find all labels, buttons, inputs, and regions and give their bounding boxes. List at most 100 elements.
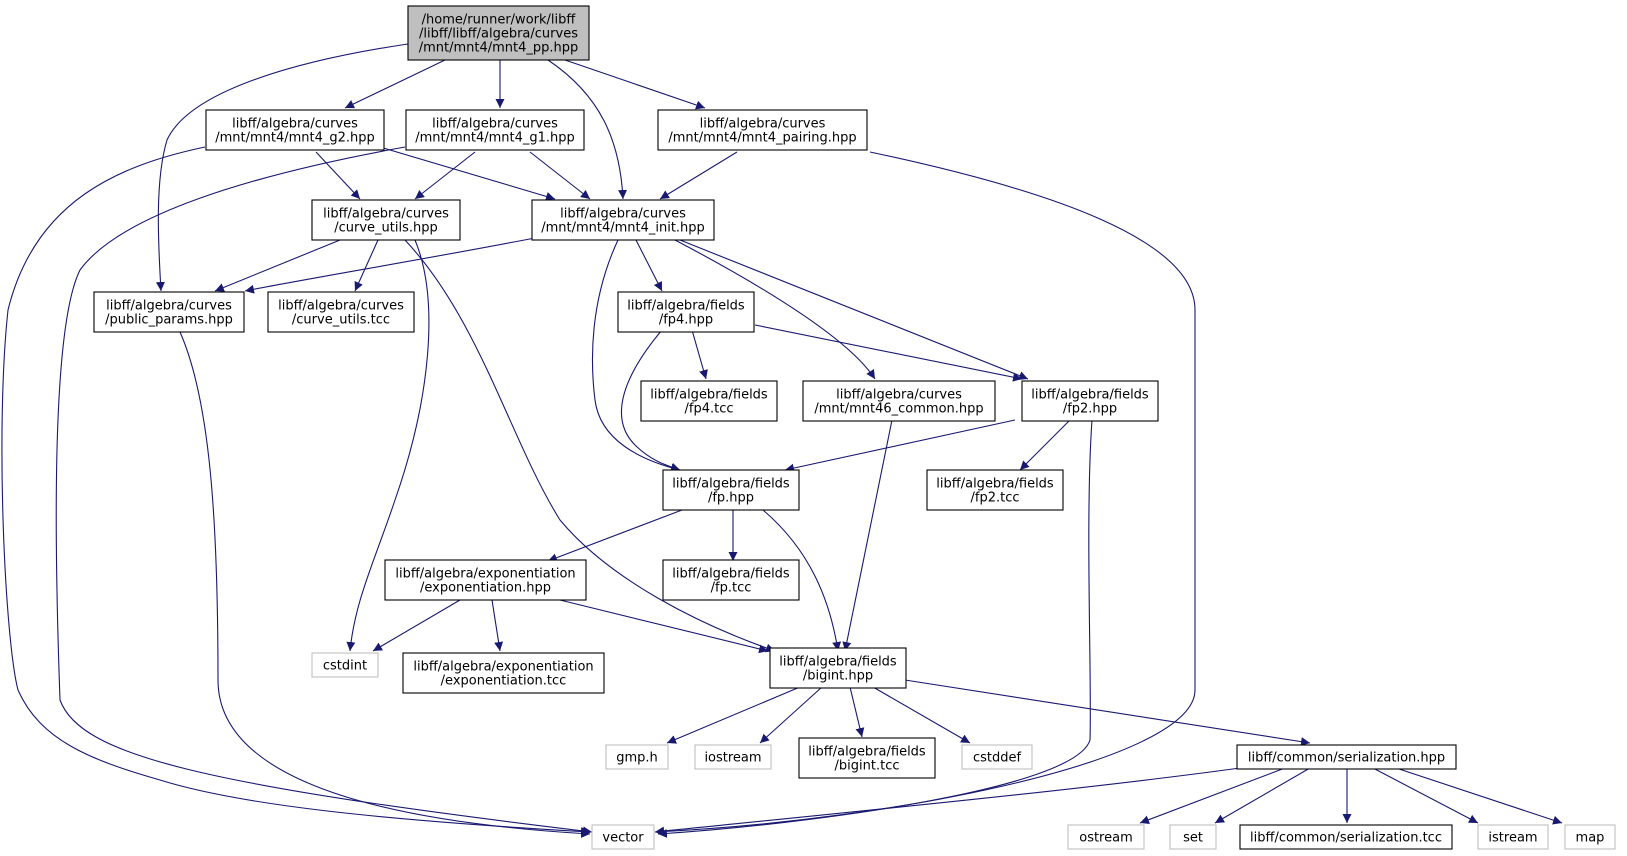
edge-bigint-to-bigint_tcc (849, 686, 865, 738)
edge-curve_utils-to-cstdint (346, 239, 430, 652)
edge-bigint-to-iostream (759, 686, 823, 744)
node-label-line: set (1183, 831, 1203, 846)
node-set[interactable]: set (1169, 824, 1217, 850)
edge-mnt4_g2-to-vector (1, 146, 591, 836)
node-mnt4-init-hpp[interactable]: libff/algebra/curves/mnt/mnt4/mnt4_init.… (531, 199, 715, 241)
node-ostream[interactable]: ostream (1067, 824, 1145, 850)
edge-bigint-to-cstddef (872, 686, 971, 744)
edge-serialization-to-istream (1372, 767, 1479, 824)
edge-mnt4_pp-to-mnt4_init (547, 59, 628, 200)
node-label-line: libff/algebra/curves (700, 117, 826, 132)
edge-fp4-to-fp4_tcc (691, 329, 708, 380)
node-fp4-tcc[interactable]: libff/algebra/fields/fp4.tcc (640, 380, 778, 422)
edge-mnt4_g1-to-curve_utils (414, 151, 476, 200)
node-label-line: libff/algebra/fields (779, 655, 897, 670)
node-label-line: ostream (1079, 831, 1133, 846)
node-map[interactable]: map (1564, 824, 1616, 850)
node-fp2-tcc[interactable]: libff/algebra/fields/fp2.tcc (926, 469, 1064, 511)
node-fp2-hpp[interactable]: libff/algebra/fields/fp2.hpp (1021, 380, 1159, 422)
node-curve-utils-hpp[interactable]: libff/algebra/curves/curve_utils.hpp (311, 199, 461, 241)
edge-fp4-to-fp2 (754, 324, 1023, 382)
node-mnt4-pp-hpp[interactable]: /home/runner/work/libff/libff/libff/alge… (407, 5, 590, 61)
node-label-line: /mnt/mnt4/mnt4_pairing.hpp (668, 131, 856, 146)
edge-serialization-to-map (1389, 765, 1563, 825)
edge-expo-to-cstdint (372, 599, 461, 652)
node-serialization-hpp[interactable]: libff/common/serialization.hpp (1236, 744, 1457, 770)
node-label-line: /exponentiation.hpp (420, 581, 551, 596)
node-label-line: libff/algebra/exponentiation (413, 660, 593, 675)
node-fp4-hpp[interactable]: libff/algebra/fields/fp4.hpp (617, 291, 755, 333)
node-label-line: /mnt/mnt4/mnt4_init.hpp (541, 221, 705, 236)
node-label-line: libff/common/serialization.tcc (1250, 831, 1442, 846)
edge-expo-to-bigint (559, 599, 769, 654)
node-public-params-hpp[interactable]: libff/algebra/curves/public_params.hpp (93, 291, 245, 333)
edge-mnt4_pp-to-public_params (155, 43, 409, 292)
node-label-line: map (1576, 831, 1605, 846)
node-label-line: /exponentiation.tcc (441, 674, 567, 689)
edge-fp-to-bigint (762, 509, 842, 652)
node-label-line: /fp2.tcc (970, 491, 1019, 506)
file-nodes: /home/runner/work/libff/libff/libff/alge… (93, 5, 1616, 850)
node-label-line: libff/algebra/fields (808, 745, 926, 760)
node-label-line: libff/common/serialization.hpp (1248, 751, 1445, 766)
edge-curve_utils-to-curve_utils_tcc (354, 239, 379, 292)
node-cstddef[interactable]: cstddef (961, 744, 1033, 770)
node-iostream[interactable]: iostream (694, 744, 772, 770)
edge-mnt4_g1-to-vector (55, 146, 593, 836)
node-label-line: libff/algebra/curves (106, 299, 232, 314)
node-label-line: cstddef (973, 751, 1022, 766)
node-label-line: /fp.hpp (708, 491, 754, 506)
edge-curve_utils-to-public_params (214, 239, 341, 292)
node-label-line: libff/algebra/curves (323, 207, 449, 222)
node-mnt4-pairing-hpp[interactable]: libff/algebra/curves/mnt/mnt4/mnt4_pairi… (657, 109, 868, 151)
edge-mnt4_init-to-public_params (244, 237, 536, 294)
node-bigint-hpp[interactable]: libff/algebra/fields/bigint.hpp (769, 647, 907, 689)
edge-serialization-to-set (1214, 767, 1311, 824)
node-vector[interactable]: vector (591, 824, 655, 850)
edge-mnt4_init-to-mnt46_common (674, 239, 876, 380)
node-serialization-tcc[interactable]: libff/common/serialization.tcc (1239, 824, 1453, 850)
node-mnt4-g1-hpp[interactable]: libff/algebra/curves/mnt/mnt4/mnt4_g1.hp… (405, 109, 585, 151)
node-label-line: libff/algebra/fields (1031, 388, 1149, 403)
node-fp-tcc[interactable]: libff/algebra/fields/fp.tcc (662, 559, 800, 601)
node-label-line: /fp4.hpp (659, 313, 713, 328)
edge-public_params-to-vector (179, 331, 591, 838)
edge-expo-to-expo_tcc (491, 599, 504, 652)
edge-mnt4_init-to-fp4 (635, 239, 663, 292)
edge-bigint-to-gmp (666, 686, 801, 744)
node-mnt4-g2-hpp[interactable]: libff/algebra/curves/mnt/mnt4/mnt4_g2.hp… (205, 109, 385, 151)
node-label-line: /fp2.hpp (1063, 402, 1117, 417)
node-label-line: /bigint.tcc (835, 759, 900, 774)
node-label-line: /mnt/mnt4/mnt4_g1.hpp (415, 131, 575, 146)
node-label-line: libff/algebra/fields (672, 477, 790, 492)
node-label-line: gmp.h (616, 751, 658, 766)
edge-mnt4_g1-to-mnt4_init (529, 151, 591, 200)
node-istream[interactable]: istream (1477, 824, 1549, 850)
node-label-line: libff/algebra/fields (627, 299, 745, 314)
edge-mnt4_init-to-fp (591, 239, 681, 473)
node-bigint-tcc[interactable]: libff/algebra/fields/bigint.tcc (798, 737, 936, 779)
node-label-line: istream (1488, 831, 1537, 846)
node-gmp-h[interactable]: gmp.h (605, 744, 669, 770)
node-label-line: libff/algebra/curves (560, 207, 686, 222)
dependency-edges (1, 43, 1563, 838)
node-label-line: /mnt/mnt4/mnt4_pp.hpp (419, 41, 579, 56)
edge-fp2-to-vector (657, 419, 1093, 838)
node-cstdint[interactable]: cstdint (311, 652, 379, 678)
node-curve-utils-tcc[interactable]: libff/algebra/curves/curve_utils.tcc (267, 291, 415, 333)
node-label-line: /fp.tcc (711, 581, 752, 596)
edge-fp4-to-fp (621, 329, 681, 472)
node-label-line: libff/algebra/curves (836, 388, 962, 403)
edge-fp-to-expo (547, 509, 683, 563)
edge-mnt4_pp-to-mnt4_pairing (564, 59, 706, 110)
node-label-line: libff/algebra/curves (278, 299, 404, 314)
node-label-line: /fp4.tcc (684, 402, 733, 417)
node-label-line: iostream (704, 751, 761, 766)
node-label-line: cstdint (323, 659, 367, 674)
node-mnt46-common-hpp[interactable]: libff/algebra/curves/mnt/mnt46_common.hp… (802, 380, 996, 422)
node-exponentiation-hpp[interactable]: libff/algebra/exponentiation/exponentiat… (384, 559, 587, 601)
node-label-line: /curve_utils.tcc (292, 313, 390, 328)
node-fp-hpp[interactable]: libff/algebra/fields/fp.hpp (662, 469, 800, 511)
node-exponentiation-tcc[interactable]: libff/algebra/exponentiation/exponentiat… (402, 652, 605, 694)
